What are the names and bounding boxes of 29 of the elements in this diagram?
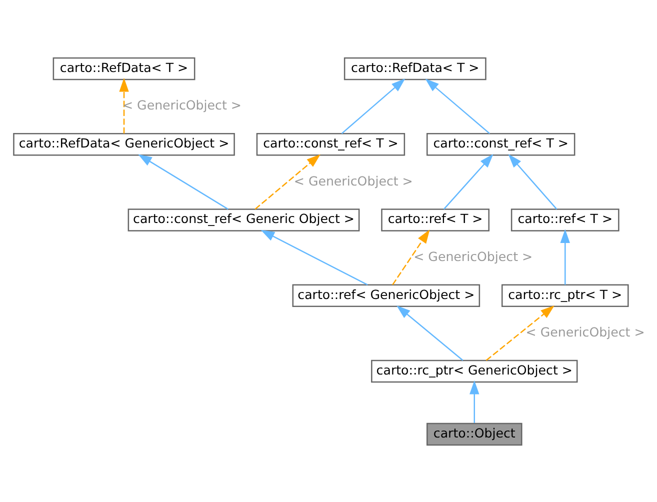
arrow <box>486 304 554 360</box>
arrow <box>443 154 494 210</box>
arrow <box>396 304 464 360</box>
edge-label: < GenericObject > <box>122 97 242 112</box>
arrow <box>254 154 321 210</box>
arrow <box>138 154 228 210</box>
edge-label: < GenericObject > <box>294 172 413 188</box>
edge-label: < GenericObject > <box>414 248 533 264</box>
node-box: carto::ref< GenericObject > <box>292 284 480 306</box>
node-box: carto::Object <box>426 422 522 446</box>
arrow <box>508 154 558 210</box>
node-box: carto::const_ref< T > <box>426 132 576 156</box>
arrow <box>560 228 570 284</box>
node-box: carto::RefData< GenericObject > <box>13 132 235 156</box>
arrow <box>260 229 368 285</box>
node-box: carto::RefData< T > <box>344 56 486 80</box>
node-box: carto::ref< T > <box>381 208 490 231</box>
edge-label: < GenericObject > <box>526 324 645 340</box>
node-box: carto::const_ref< T > <box>256 132 406 156</box>
node-box: carto::const_ref< Generic Object > <box>128 208 360 231</box>
arrow <box>119 77 129 134</box>
node-box: carto::rc_ptr< GenericObject > <box>371 359 578 382</box>
node-box: carto::RefData< T > <box>52 56 196 80</box>
node-box: carto::ref< T > <box>510 208 620 231</box>
arrow <box>425 78 490 134</box>
node-box: carto::rc_ptr< T > <box>501 284 629 306</box>
arrow <box>470 380 480 422</box>
arrow <box>392 228 430 285</box>
arrow <box>341 78 406 134</box>
